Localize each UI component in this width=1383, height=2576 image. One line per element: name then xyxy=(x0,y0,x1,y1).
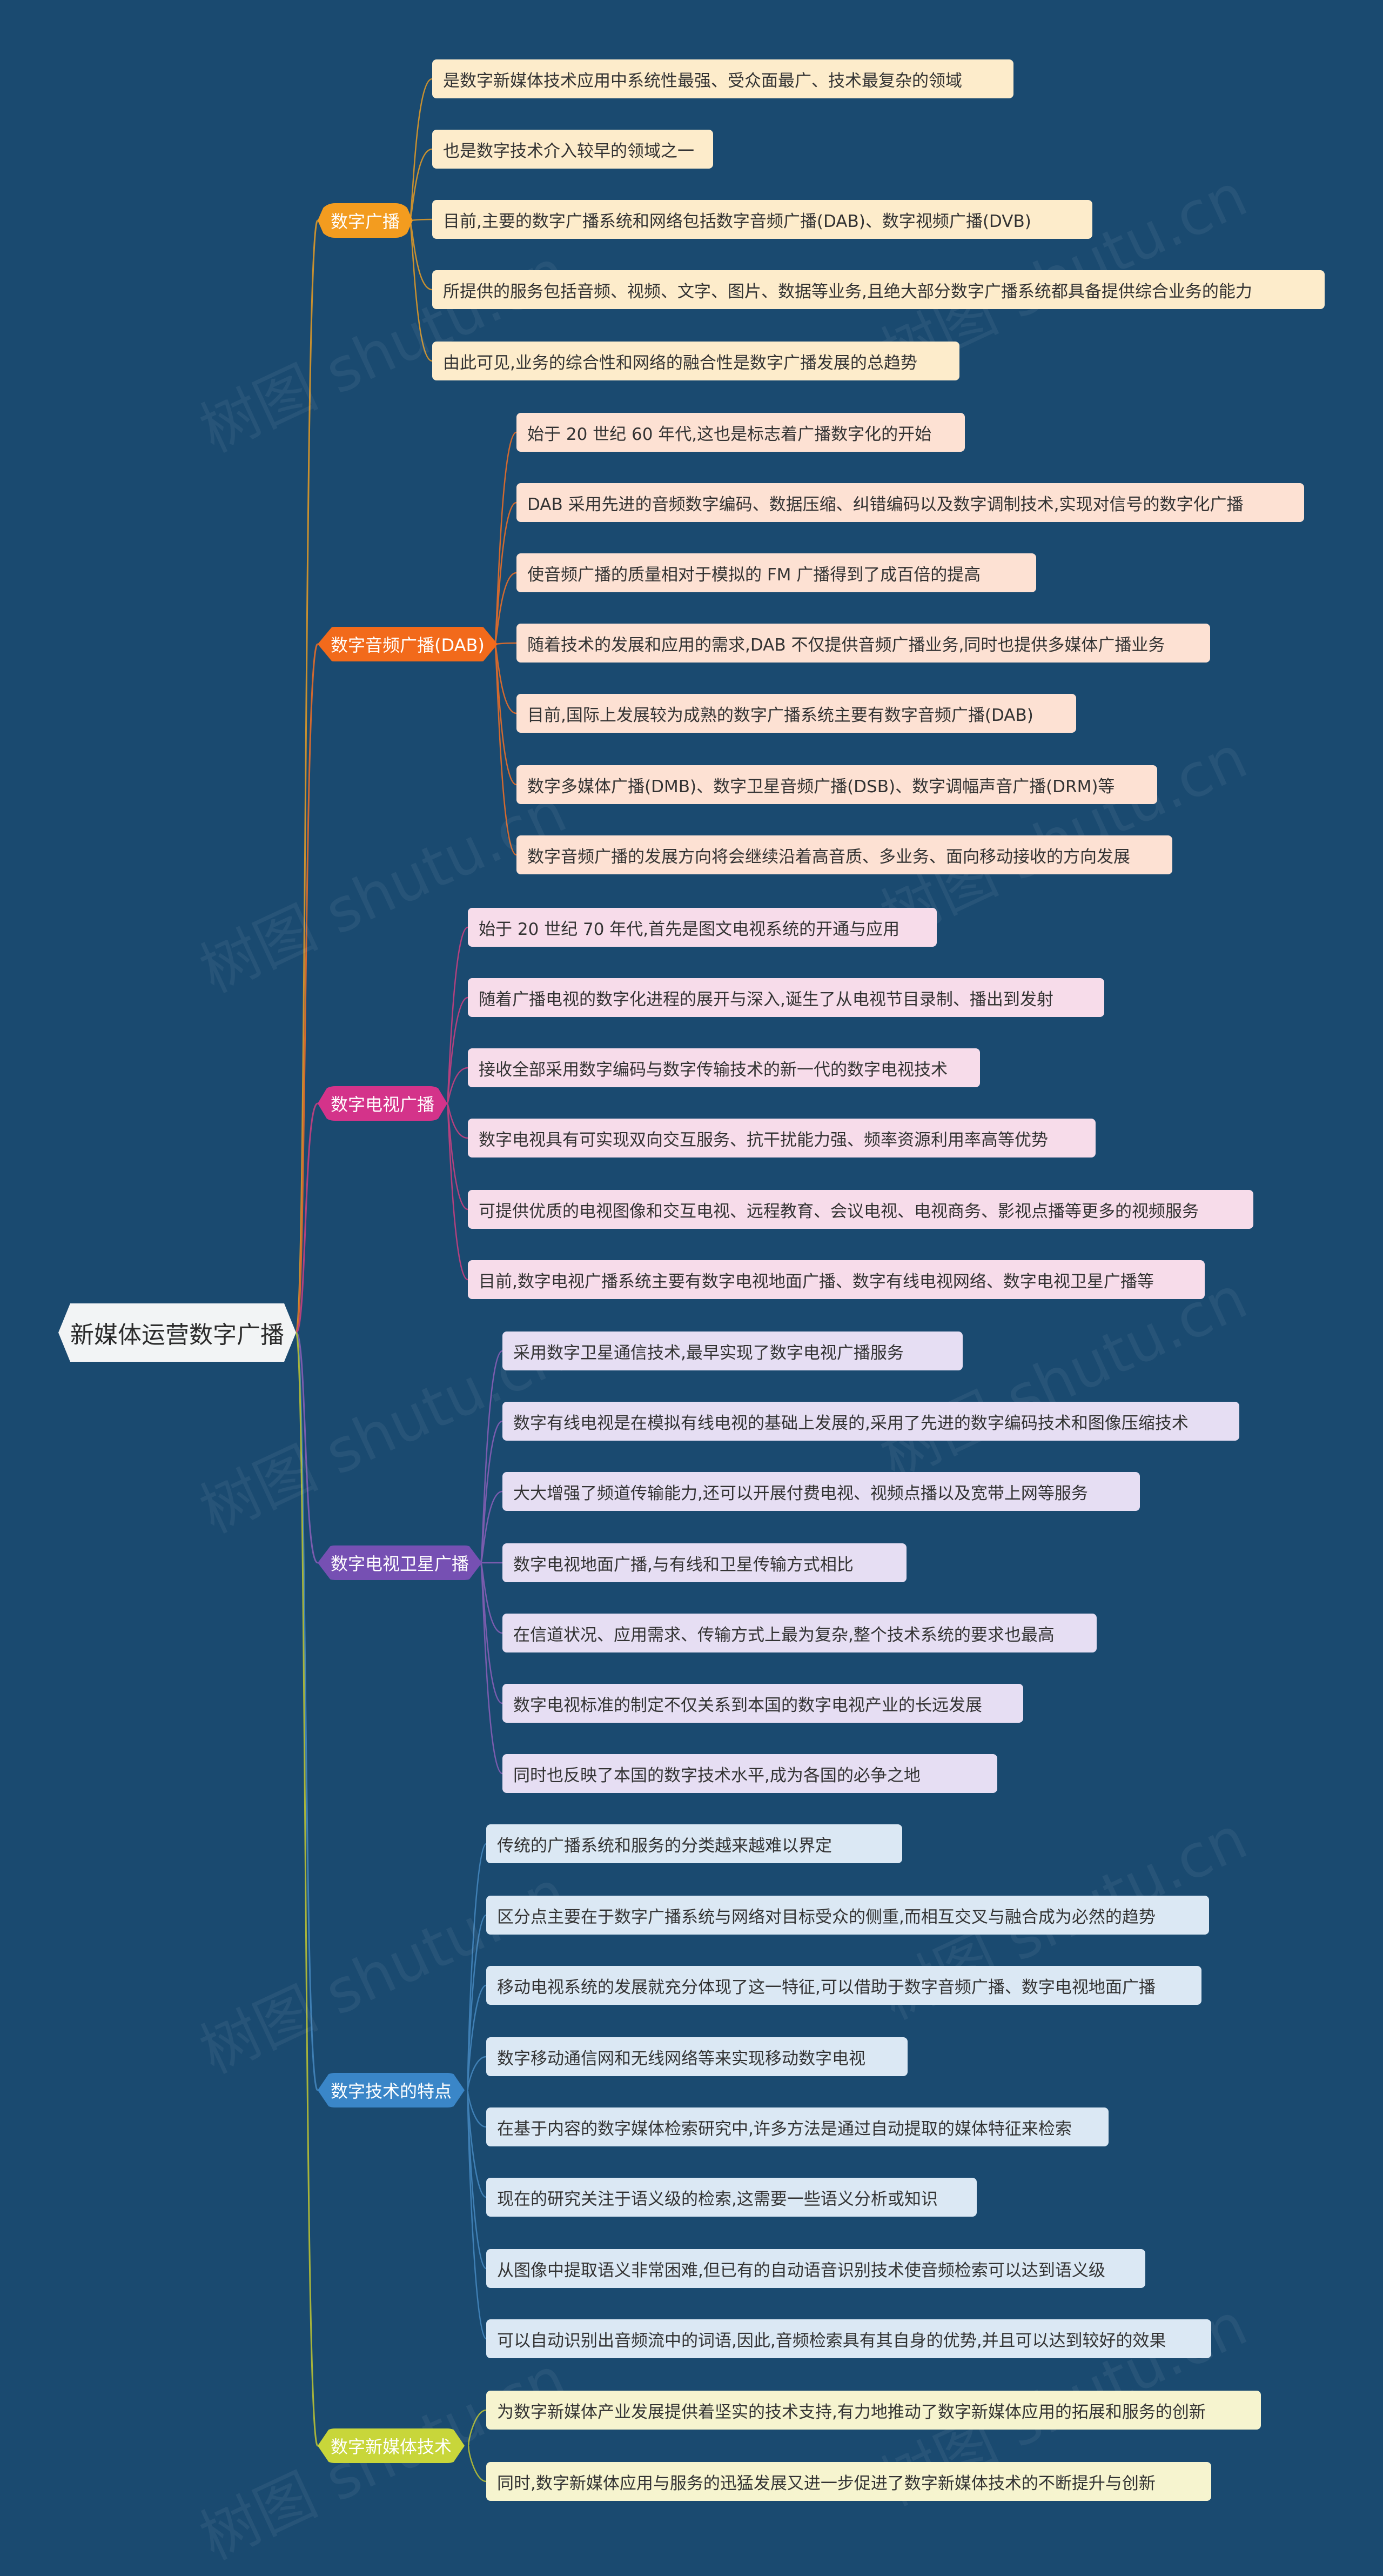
leaf-node[interactable]: 数字电视地面广播,与有线和卫星传输方式相比 xyxy=(502,1543,907,1582)
leaf-node[interactable]: 是数字新媒体技术应用中系统性最强、受众面最广、技术最复杂的领域 xyxy=(432,59,1013,98)
root-link-5 xyxy=(295,1332,319,2447)
leaf-link-2-5 xyxy=(446,1102,468,1281)
leaf-node[interactable]: 由此可见,业务的综合性和网络的融合性是数字广播发展的总趋势 xyxy=(432,342,959,380)
leaf-link-0-2 xyxy=(409,218,433,222)
leaf-node[interactable]: 接收全部采用数字编码与数字传输技术的新一代的数字电视技术 xyxy=(468,1048,980,1087)
leaf-node[interactable]: 目前,数字电视广播系统主要有数字电视地面广播、数字有线电视网络、数字电视卫星广播… xyxy=(468,1260,1205,1299)
leaf-node[interactable]: 传统的广播系统和服务的分类越来越难以界定 xyxy=(486,1824,902,1863)
leaf-link-4-4 xyxy=(467,2089,487,2128)
root-link-1 xyxy=(295,643,319,1334)
leaf-link-1-2 xyxy=(494,572,517,645)
leaf-link-2-1 xyxy=(446,996,468,1105)
root-link-3 xyxy=(295,1332,319,1564)
leaf-node[interactable]: 随着广播电视的数字化进程的展开与深入,诞生了从电视节目录制、播出到发射 xyxy=(468,978,1104,1017)
category-node-0[interactable]: 数字广播 xyxy=(318,203,413,238)
leaf-node[interactable]: 数字电视具有可实现双向交互服务、抗干扰能力强、频率资源利用率高等优势 xyxy=(468,1119,1096,1157)
leaf-node[interactable]: 数字移动通信网和无线网络等来实现移动数字电视 xyxy=(486,2037,908,2076)
leaf-node[interactable]: 目前,主要的数字广播系统和网络包括数字音频广播(DAB)、数字视频广播(DVB) xyxy=(432,200,1092,239)
leaf-node[interactable]: 数字音频广播的发展方向将会继续沿着高音质、多业务、面向移动接收的方向发展 xyxy=(516,835,1172,874)
root-link-2 xyxy=(295,1102,319,1334)
category-node-3[interactable]: 数字电视卫星广播 xyxy=(318,1545,482,1580)
leaf-link-4-3 xyxy=(467,2056,487,2091)
leaf-node[interactable]: 数字有线电视是在模拟有线电视的基础上发展的,采用了先进的数字编码技术和图像压缩技… xyxy=(502,1402,1239,1441)
root-node[interactable]: 新媒体运营数字广播 xyxy=(58,1303,296,1362)
leaf-node[interactable]: 现在的研究关注于语义级的检索,这需要一些语义分析或知识 xyxy=(486,2178,977,2217)
leaf-node[interactable]: 使音频广播的质量相对于模拟的 FM 广播得到了成百倍的提高 xyxy=(516,553,1036,592)
leaf-node[interactable]: 随着技术的发展和应用的需求,DAB 不仅提供音频广播业务,同时也提供多媒体广播业… xyxy=(516,624,1210,663)
leaf-node[interactable]: 大大增强了频道传输能力,还可以开展付费电视、视频点播以及宽带上网等服务 xyxy=(502,1472,1140,1511)
category-node-2[interactable]: 数字电视广播 xyxy=(318,1086,448,1121)
leaf-node[interactable]: 始于 20 世纪 70 年代,首先是图文电视系统的开通与应用 xyxy=(468,908,937,947)
leaf-node[interactable]: 在信道状况、应用需求、传输方式上最为复杂,整个技术系统的要求也最高 xyxy=(502,1614,1097,1652)
leaf-node[interactable]: 所提供的服务包括音频、视频、文字、图片、数据等业务,且绝大部分数字广播系统都具备… xyxy=(432,270,1325,309)
root-link-0 xyxy=(295,219,319,1334)
leaf-node[interactable]: 也是数字技术介入较早的领域之一 xyxy=(432,130,713,169)
leaf-node[interactable]: 可以自动识别出音频流中的词语,因此,音频检索具有其自身的优势,并且可以达到较好的… xyxy=(486,2319,1211,2358)
leaf-node[interactable]: 可提供优质的电视图像和交互电视、远程教育、会议电视、电视商务、影视点播等更多的视… xyxy=(468,1190,1253,1229)
leaf-node[interactable]: 同时也反映了本国的数字技术水平,成为各国的必争之地 xyxy=(502,1754,997,1793)
leaf-node[interactable]: 区分点主要在于数字广播系统与网络对目标受众的侧重,而相互交叉与融合成为必然的趋势 xyxy=(486,1896,1209,1935)
leaf-node[interactable]: 数字多媒体广播(DMB)、数字卫星音频广播(DSB)、数字调幅声音广播(DRM)… xyxy=(516,765,1157,804)
leaf-link-1-3 xyxy=(494,642,517,645)
leaf-link-4-7 xyxy=(467,2089,487,2340)
leaf-link-1-6 xyxy=(494,643,517,856)
leaf-link-5-0 xyxy=(468,2409,487,2447)
leaf-link-3-2 xyxy=(480,1490,503,1564)
category-node-4[interactable]: 数字技术的特点 xyxy=(318,2073,465,2107)
leaf-node[interactable]: 在基于内容的数字媒体检索研究中,许多方法是通过自动提取的媒体特征来检索 xyxy=(486,2107,1109,2146)
leaf-node[interactable]: 数字电视标准的制定不仅关系到本国的数字电视产业的长远发展 xyxy=(502,1684,1023,1723)
leaf-node[interactable]: 从图像中提取语义非常困难,但已有的自动语音识别技术使音频检索可以达到语义级 xyxy=(486,2249,1145,2288)
leaf-link-0-4 xyxy=(408,219,433,362)
leaf-node[interactable]: 为数字新媒体产业发展提供着坚实的技术支持,有力地推动了数字新媒体应用的拓展和服务… xyxy=(486,2391,1261,2430)
leaf-node[interactable]: 采用数字卫星通信技术,最早实现了数字电视广播服务 xyxy=(502,1332,963,1370)
leaf-link-3-6 xyxy=(480,1562,503,1775)
category-node-1[interactable]: 数字音频广播(DAB) xyxy=(318,627,498,661)
leaf-node[interactable]: 目前,国际上发展较为成熟的数字广播系统主要有数字音频广播(DAB) xyxy=(516,694,1076,733)
leaf-node[interactable]: 始于 20 世纪 60 年代,这也是标志着广播数字化的开始 xyxy=(516,413,965,452)
leaf-link-5-1 xyxy=(468,2445,487,2483)
leaf-node[interactable]: DAB 采用先进的音频数字编码、数据压缩、纠错编码以及数字调制技术,实现对信号的… xyxy=(516,483,1304,522)
leaf-link-2-2 xyxy=(446,1067,468,1105)
leaf-node[interactable]: 移动电视系统的发展就充分体现了这一特征,可以借助于数字音频广播、数字电视地面广播 xyxy=(486,1966,1201,2005)
leaf-node[interactable]: 同时,数字新媒体应用与服务的迅猛发展又进一步促进了数字新媒体技术的不断提升与创新 xyxy=(486,2462,1211,2501)
category-node-5[interactable]: 数字新媒体技术 xyxy=(318,2428,465,2463)
